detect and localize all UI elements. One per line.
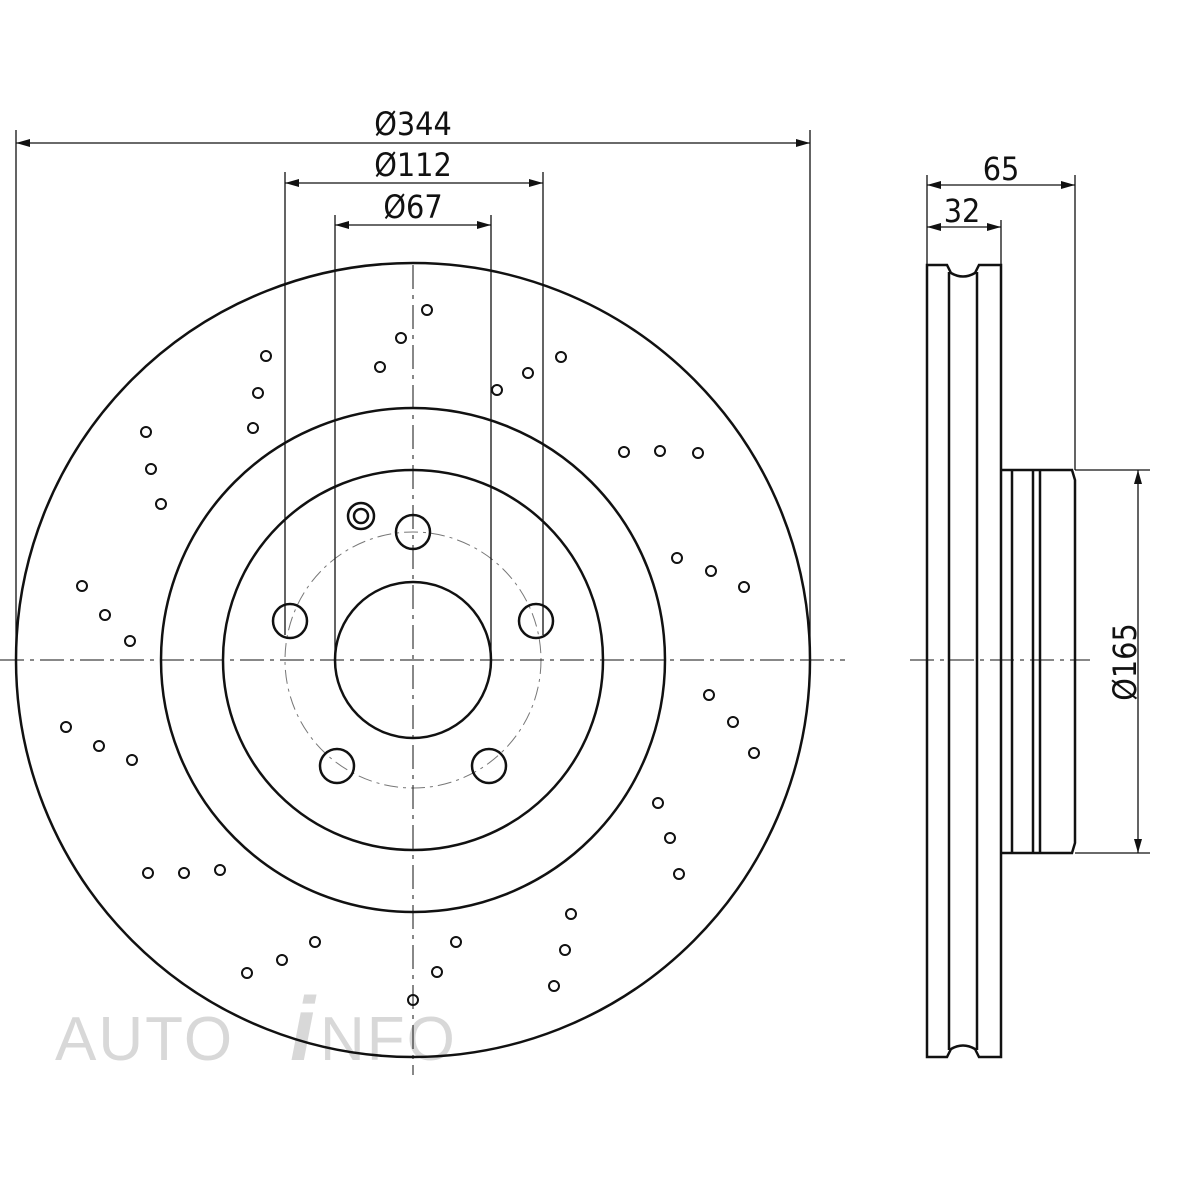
- drill-hole: [76, 580, 88, 592]
- drill-hole: [565, 908, 577, 920]
- drill-hole: [276, 954, 288, 966]
- drill-hole: [522, 367, 534, 379]
- drill-hole: [214, 864, 226, 876]
- drill-hole: [654, 445, 666, 457]
- drill-holes: [60, 304, 760, 1006]
- drill-hole: [705, 565, 717, 577]
- locating-hole-outer: [346, 501, 376, 531]
- drill-hole: [124, 635, 136, 647]
- disc-thickness-label: 32: [944, 192, 981, 230]
- drill-hole: [155, 498, 167, 510]
- drill-hole: [618, 446, 630, 458]
- drill-hole: [247, 422, 259, 434]
- front-view: [0, 261, 845, 1075]
- side-view: [910, 263, 1090, 1059]
- drill-hole: [374, 361, 386, 373]
- drill-hole: [145, 463, 157, 475]
- watermark-logo-letter: i: [290, 980, 317, 1080]
- bolt-hole: [271, 602, 309, 640]
- outer-diameter-label: Ø344: [374, 105, 452, 143]
- drill-hole: [671, 552, 683, 564]
- drill-hole: [241, 967, 253, 979]
- drill-hole: [748, 747, 760, 759]
- drill-hole: [555, 351, 567, 363]
- drill-hole: [252, 387, 264, 399]
- side-dimensions: [926, 175, 1150, 854]
- drill-hole: [126, 754, 138, 766]
- drill-hole: [93, 740, 105, 752]
- disc-profile: [925, 263, 1003, 1059]
- drill-hole: [450, 936, 462, 948]
- drill-hole: [260, 350, 272, 362]
- front-dimensions: [15, 130, 811, 660]
- bolt-hole: [318, 747, 356, 785]
- bolt-circle-diameter-label: Ø112: [374, 146, 452, 184]
- drill-hole: [60, 721, 72, 733]
- bolt-holes: [271, 513, 555, 785]
- hat-profile: [1001, 468, 1077, 855]
- drill-hole: [738, 581, 750, 593]
- drill-hole: [99, 609, 111, 621]
- drill-hole: [140, 426, 152, 438]
- watermark-text-left: AUTO: [55, 1005, 234, 1074]
- bolt-hole: [470, 747, 508, 785]
- drill-hole: [703, 689, 715, 701]
- drill-hole: [309, 936, 321, 948]
- drill-hole: [431, 966, 443, 978]
- drill-hole: [727, 716, 739, 728]
- drill-hole: [142, 867, 154, 879]
- drill-hole: [421, 304, 433, 316]
- drill-hole: [395, 332, 407, 344]
- drill-hole: [692, 447, 704, 459]
- total-height-label: 65: [983, 150, 1020, 188]
- drill-hole: [178, 867, 190, 879]
- center-bore-diameter-label: Ø67: [383, 188, 442, 226]
- bolt-hole: [517, 602, 555, 640]
- locating-hole-inner: [352, 507, 370, 525]
- drill-hole: [548, 980, 560, 992]
- drill-hole: [559, 944, 571, 956]
- drill-hole: [673, 868, 685, 880]
- hat-diameter-label: Ø165: [1106, 623, 1144, 701]
- watermark-logo: AUTO i NFO: [55, 980, 457, 1080]
- watermark-text-right: NFO: [320, 1005, 457, 1074]
- drill-hole: [652, 797, 664, 809]
- drill-hole: [664, 832, 676, 844]
- drill-hole: [491, 384, 503, 396]
